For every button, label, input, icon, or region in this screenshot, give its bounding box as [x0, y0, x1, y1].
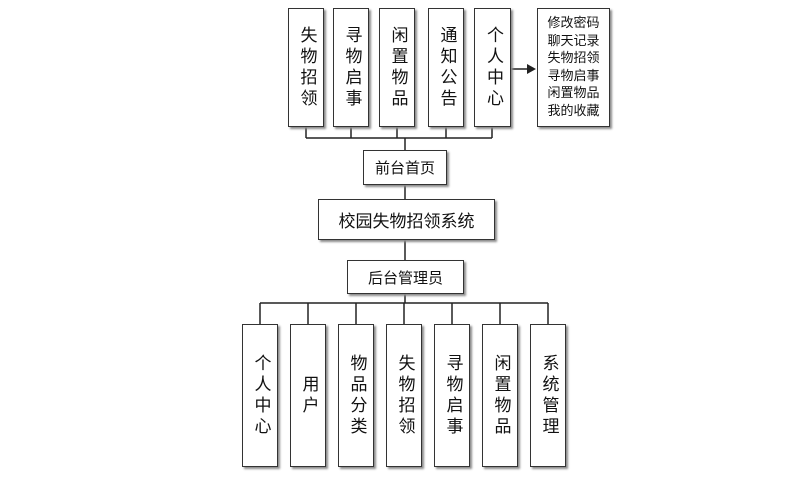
arrow-head	[527, 64, 536, 74]
top-module-idle-items: 闲置物品	[379, 8, 415, 127]
top-module-lost-found: 失物招领	[288, 8, 324, 127]
top-module-personal-center: 个人中心	[474, 8, 511, 127]
system-title-node: 校园失物招领系统	[318, 199, 495, 240]
admin-node: 后台管理员	[347, 260, 464, 294]
bottom-module-lost-notice: 寻物启事	[434, 324, 470, 467]
detail-item: 我的收藏	[547, 103, 600, 119]
bottom-module-system-management: 系统管理	[530, 324, 566, 467]
top-module-announcements: 通知公告	[428, 8, 464, 127]
front-home-node: 前台首页	[363, 150, 447, 185]
top-module-lost-notice: 寻物启事	[333, 8, 369, 127]
bottom-module-personal-center: 个人中心	[242, 324, 278, 467]
bottom-module-lost-found: 失物招领	[386, 324, 422, 467]
detail-item: 聊天记录	[547, 33, 600, 49]
bottom-module-idle-items: 闲置物品	[482, 324, 518, 467]
detail-item: 修改密码	[547, 16, 600, 31]
personal-center-detail: 修改密码 聊天记录 失物招领 寻物启事 闲置物品 我的收藏	[537, 8, 610, 127]
detail-item: 失物招领	[547, 51, 600, 66]
detail-item: 闲置物品	[547, 86, 600, 101]
bottom-module-users: 用户	[290, 324, 326, 467]
detail-item: 寻物启事	[547, 68, 600, 84]
bottom-module-item-category: 物品分类	[338, 324, 374, 467]
